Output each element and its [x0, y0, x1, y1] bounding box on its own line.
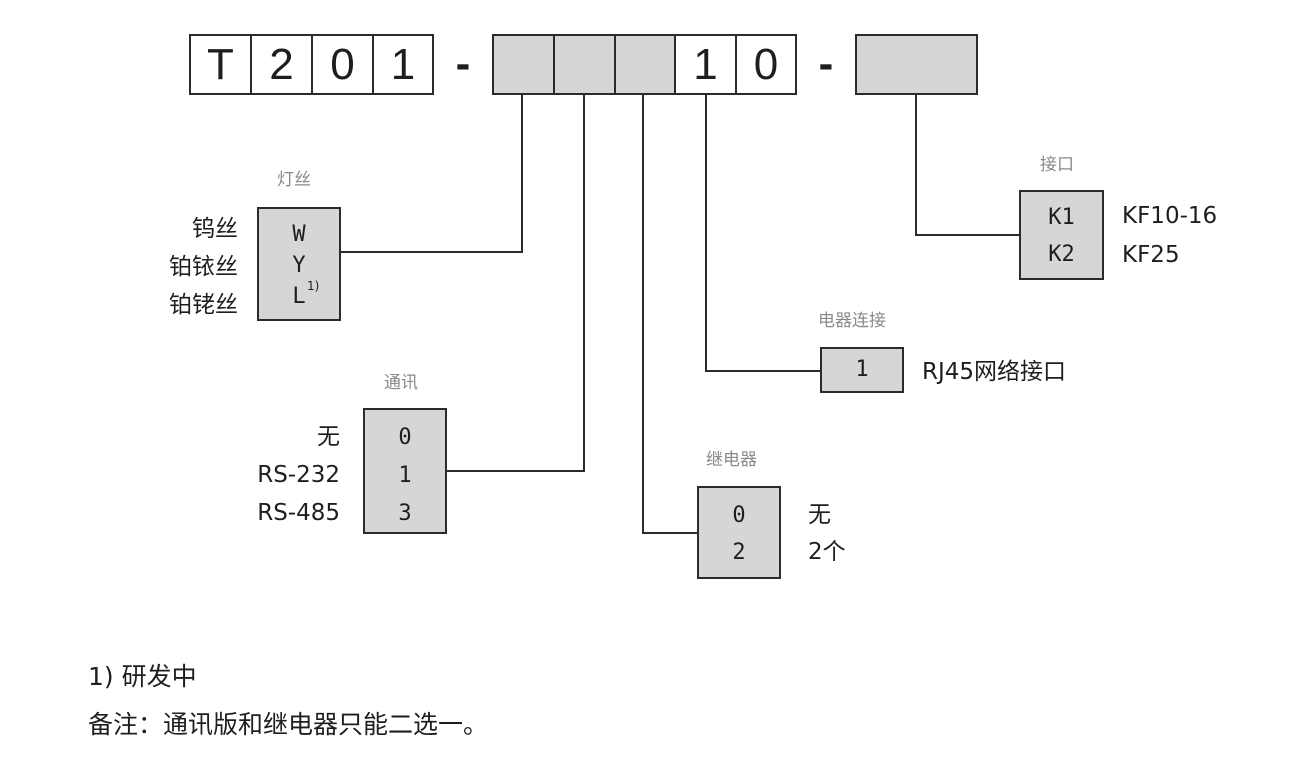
electrical-label-rj45: RJ45网络接口 — [922, 359, 1067, 385]
relay-code-box: 0 2 — [697, 486, 781, 579]
filament-footnote-mark: 1) — [307, 279, 320, 293]
code-cell-electrical: 1 — [674, 34, 737, 95]
code-cell-communication — [553, 34, 616, 95]
filament-code-y: Y — [292, 253, 306, 278]
electrical-caption: 电器连接 — [818, 311, 886, 331]
filament-label-platinum-rhodium: 铂铑丝 — [169, 292, 238, 318]
electrical-code-1: 1 — [855, 357, 869, 382]
interface-code-k2: K2 — [1048, 242, 1075, 267]
interface-code-box: K1 K2 — [1019, 190, 1104, 280]
connector-communication — [446, 95, 585, 472]
communication-code-0: 0 — [398, 425, 412, 450]
communication-code-3: 3 — [398, 501, 412, 526]
communication-label-none: 无 — [317, 424, 340, 450]
communication-caption: 通讯 — [384, 373, 418, 393]
filament-code-w: W — [292, 222, 306, 247]
relay-label-none: 无 — [808, 502, 831, 528]
communication-label-rs485: RS-485 — [257, 500, 340, 526]
filament-code-box: W Y L 1) — [257, 207, 341, 321]
communication-code-box: 0 1 3 — [363, 408, 447, 534]
filament-caption: 灯丝 — [277, 170, 311, 190]
code-separator-1: - — [455, 39, 471, 88]
code-cell-fixed-3: 0 — [311, 34, 374, 95]
filament-label-platinum-iridium: 铂铱丝 — [169, 254, 238, 280]
connector-interface — [915, 95, 1020, 236]
interface-label-kf25: KF25 — [1122, 242, 1180, 268]
interface-label-kf10-16: KF10-16 — [1122, 203, 1218, 229]
code-cell-fixed-1: T — [189, 34, 252, 95]
filament-label-tungsten: 钨丝 — [192, 216, 238, 242]
interface-caption: 接口 — [1040, 155, 1074, 175]
code-cell-interface — [855, 34, 978, 95]
interface-code-k1: K1 — [1048, 205, 1075, 230]
electrical-code-box: 1 — [820, 347, 904, 393]
code-cell-relay — [614, 34, 676, 95]
communication-label-rs232: RS-232 — [257, 462, 340, 488]
code-cell-filament — [492, 34, 555, 95]
footnote-in-development: 1) 研发中 — [88, 662, 197, 691]
remark-note: 备注：通讯版和继电器只能二选一。 — [88, 710, 489, 739]
relay-code-2: 2 — [732, 540, 746, 565]
communication-code-1: 1 — [398, 463, 412, 488]
code-cell-electrical-2: 0 — [735, 34, 797, 95]
connector-relay — [642, 95, 698, 534]
code-cell-fixed-4: 1 — [372, 34, 434, 95]
relay-code-0: 0 — [732, 503, 746, 528]
code-cell-fixed-2: 2 — [250, 34, 313, 95]
relay-caption: 继电器 — [706, 450, 757, 470]
relay-label-two: 2个 — [808, 539, 846, 565]
filament-code-l: L — [292, 284, 306, 309]
connector-electrical — [705, 95, 820, 372]
code-separator-2: - — [818, 39, 834, 88]
connector-filament — [340, 95, 523, 253]
